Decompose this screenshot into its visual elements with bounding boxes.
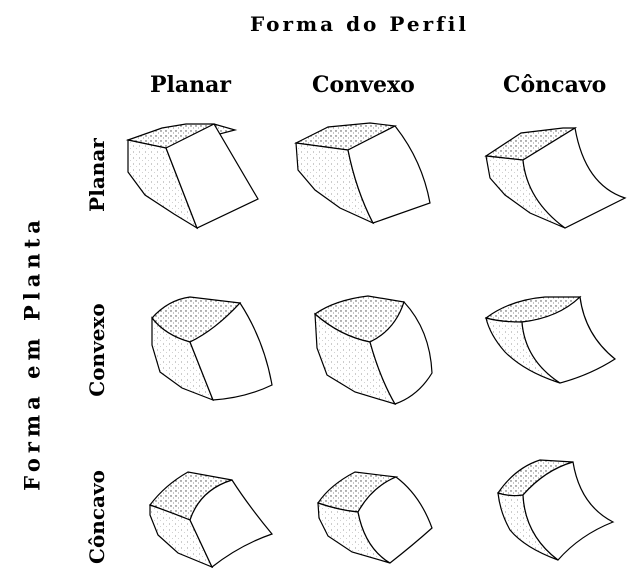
shape-convexo-planar xyxy=(151,296,273,402)
shape-planar-convexo xyxy=(293,122,431,225)
column-header-concavo: Côncavo xyxy=(503,72,607,98)
shape-concavo-concavo xyxy=(497,459,615,561)
shape-concavo-planar xyxy=(149,471,274,569)
shape-planar-planar xyxy=(125,123,259,230)
shape-planar-concavo xyxy=(484,127,627,229)
shape-convexo-convexo xyxy=(314,295,433,406)
profile-form-title: Forma do Perfil xyxy=(250,12,469,36)
shape-concavo-convexo xyxy=(317,471,433,564)
shape-convexo-concavo xyxy=(484,295,617,384)
column-header-planar: Planar xyxy=(150,72,231,98)
column-header-convexo: Convexo xyxy=(312,72,415,98)
